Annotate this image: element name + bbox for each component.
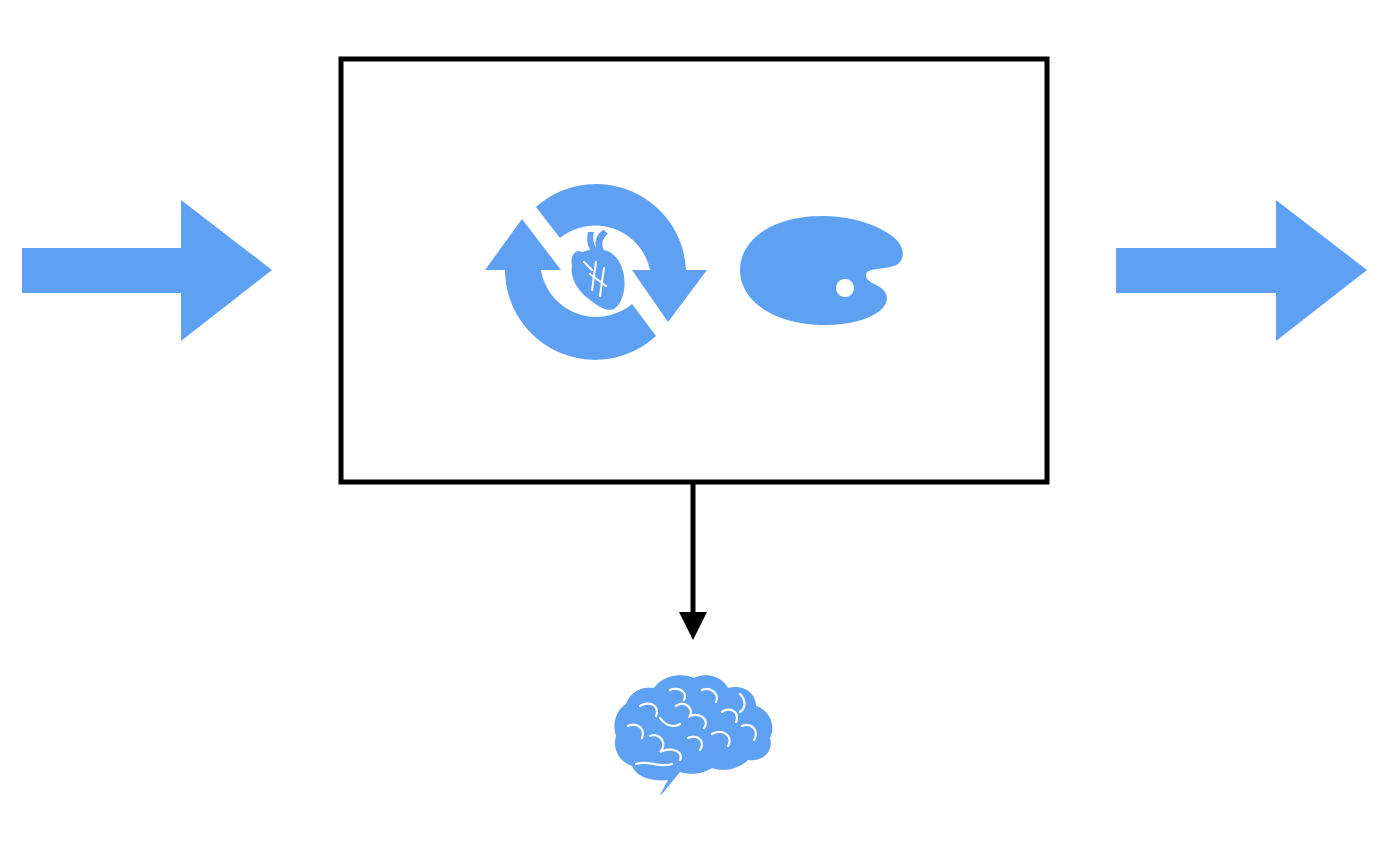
output-arrow-icon — [1116, 200, 1367, 341]
palette-hole — [836, 279, 854, 297]
connector-arrow-down-icon — [679, 482, 707, 640]
refresh-cycle-icon — [485, 184, 707, 360]
paint-palette-icon — [740, 216, 903, 325]
input-arrow-icon — [22, 200, 272, 341]
brain-icon — [614, 675, 773, 795]
anatomical-heart-icon — [571, 230, 625, 310]
